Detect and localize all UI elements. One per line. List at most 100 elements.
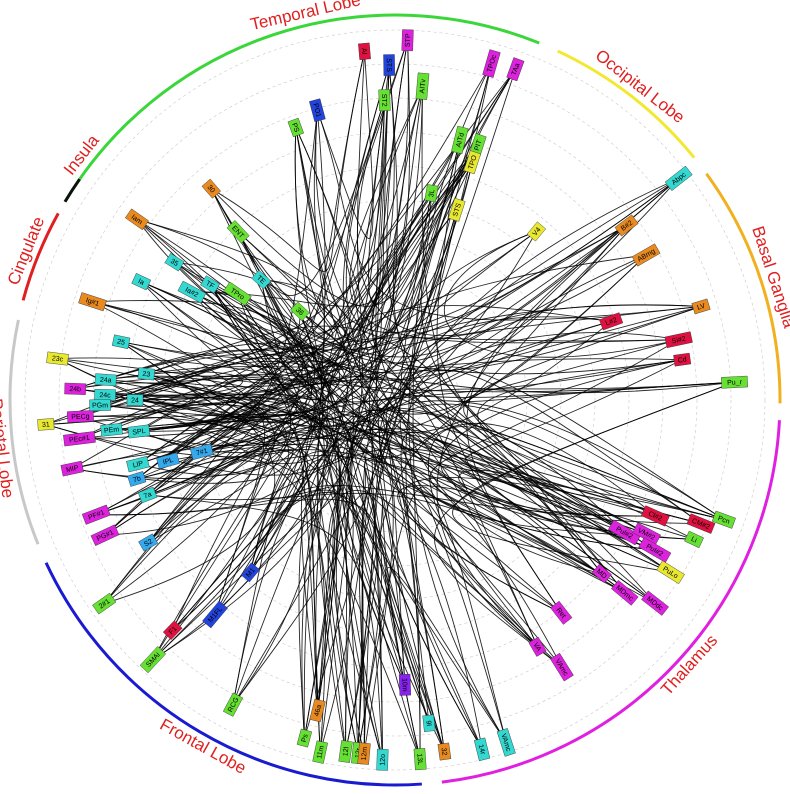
region-arc-frontal (44, 562, 422, 787)
node-31: 31 (37, 418, 55, 431)
connection-edge (209, 284, 655, 551)
node-label: Ps (301, 733, 310, 743)
connection-edge (345, 403, 702, 760)
node-label: Li (690, 536, 698, 545)
connection-edge (369, 144, 483, 750)
node-box (137, 486, 158, 504)
node-box (550, 600, 573, 625)
node-box (63, 431, 96, 447)
node-label: 7#1 (195, 448, 208, 458)
node-pg-1: PG#1 (90, 524, 120, 546)
node-ai: AI (358, 42, 371, 60)
node-box (89, 399, 111, 412)
node-label: 3L (428, 189, 436, 198)
node-label: STS (452, 202, 463, 217)
node-box (200, 275, 221, 294)
connection-edge (172, 491, 483, 750)
node-label: 31 (42, 421, 50, 429)
connection-edge (249, 484, 656, 573)
node-box (684, 530, 704, 549)
connection-edge (384, 567, 507, 743)
node-box (139, 646, 167, 674)
connection-edge (358, 254, 647, 754)
node-label: TAa (511, 62, 522, 76)
connection-edge (301, 231, 537, 739)
connection-edge (357, 486, 507, 754)
connection-edge (152, 209, 458, 661)
node-label: PO1 (311, 103, 321, 118)
node-box (473, 737, 491, 762)
connection-edges (45, 40, 735, 760)
node-box (127, 424, 151, 439)
node-ipl: IPL (156, 452, 180, 470)
node-7a: 7a (137, 486, 158, 504)
node-box (383, 54, 396, 76)
node-spl: SPL (127, 424, 151, 439)
node-box (550, 652, 574, 682)
connection-edge (96, 485, 342, 615)
node-box (156, 452, 180, 470)
node-label: 24c (99, 392, 111, 399)
node-label: Si#2 (671, 336, 686, 346)
node-label: PIT (474, 138, 484, 151)
node-label: 30 (205, 184, 215, 195)
connection-edge (92, 301, 406, 685)
node-box (81, 504, 111, 525)
node-12m: 12m (357, 742, 371, 765)
node-box (413, 748, 427, 771)
node-label: 35 (169, 258, 179, 268)
region-arcs (8, 13, 782, 787)
connection-edge (191, 291, 340, 711)
connection-edge (104, 305, 702, 536)
node-box (401, 29, 414, 52)
node-ia-2: Ia#2 (177, 280, 207, 304)
connection-edge (92, 301, 347, 752)
connection-edge (136, 231, 537, 480)
node-b-2: B#2 (614, 214, 639, 237)
connection-edge (386, 40, 695, 540)
connection-edge (100, 404, 266, 615)
node-7b: 7b (127, 471, 147, 487)
node-label: 12m (361, 746, 369, 760)
connection-edge (249, 86, 423, 573)
node-abmg: ABmg (631, 243, 661, 267)
node-box (201, 178, 221, 199)
node-box (78, 292, 107, 312)
node-mddc: MDdc (641, 590, 669, 616)
node-f1: F1 (162, 620, 183, 641)
connection-edge (134, 40, 408, 406)
connection-edge (121, 63, 492, 372)
node-7-1: 7#1 (190, 443, 214, 461)
node-m1: M1 (240, 562, 261, 583)
connection-edge (408, 68, 516, 743)
node-label: 7b (132, 475, 142, 484)
connection-edge (147, 492, 656, 604)
connection-edge (136, 376, 735, 480)
connection-edge (237, 231, 647, 535)
node-ps: PS (287, 117, 304, 138)
node-10m: 10m (398, 673, 412, 696)
node-label: 14r (477, 744, 486, 756)
node-label: L#2 (605, 317, 618, 328)
connection-edge (405, 366, 725, 724)
node-box (131, 273, 152, 291)
node-label: Pu_r (727, 379, 743, 387)
node-12o: 12o (376, 748, 389, 771)
connection-edge (147, 494, 383, 760)
connection-edge (428, 426, 625, 668)
guide-circle (364, 369, 426, 431)
node-23c: 23c (46, 351, 69, 366)
region-arc-occipital (557, 49, 696, 159)
node-label: Ia (137, 278, 145, 287)
guide-circle (58, 63, 732, 737)
node-box (721, 375, 749, 389)
node-label: 24a (100, 377, 112, 385)
region-label-frontal: Frontal Lobe (157, 715, 250, 778)
connection-edge (210, 188, 334, 337)
node-box (190, 443, 214, 461)
node-label: 46a (314, 704, 324, 717)
node-32: 32 (437, 742, 452, 761)
connection-edge (412, 63, 492, 760)
